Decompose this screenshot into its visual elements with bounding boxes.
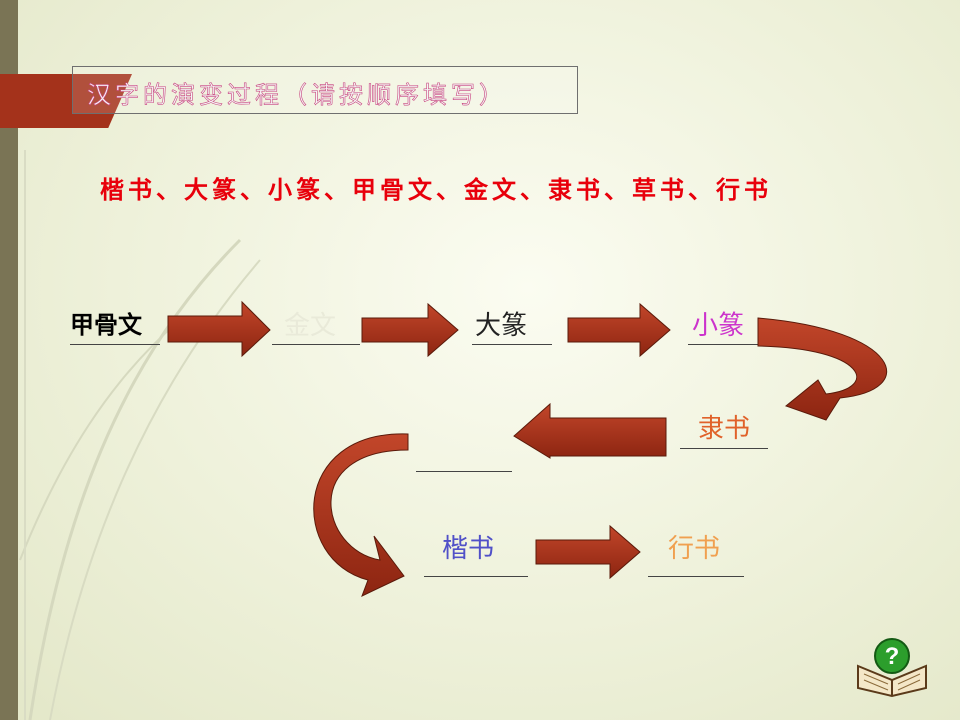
arrow-right-4 [535, 524, 641, 580]
curved-arrow-left [313, 433, 409, 597]
answer-3: 大篆 [475, 311, 528, 341]
blank-line-1 [70, 344, 160, 345]
curved-arrow-right [757, 317, 887, 421]
blank-line-4 [688, 344, 776, 345]
blank-line-6 [416, 471, 512, 472]
arrow-left-1 [513, 402, 667, 459]
blank-line-2 [272, 344, 360, 345]
answer-4: 小篆 [692, 311, 745, 341]
answer-2: 金文 [284, 311, 337, 341]
slide-title: 汉字的演变过程（请按顺序填写） [87, 81, 507, 110]
arrow-right-3 [567, 302, 671, 358]
arrow-right-2 [361, 302, 459, 358]
blank-line-7 [424, 576, 528, 577]
question-book-icon[interactable]: ? [854, 636, 932, 698]
answer-1: 甲骨文 [70, 310, 142, 339]
arrow-right-1 [167, 300, 271, 358]
answer-8: 行书 [668, 534, 721, 564]
options-prompt: 楷书、大篆、小篆、甲骨文、金文、隶书、草书、行书 [100, 175, 772, 204]
svg-text:?: ? [885, 643, 900, 670]
answer-7: 楷书 [442, 534, 495, 564]
blank-line-5 [680, 448, 768, 449]
answer-5: 隶书 [698, 414, 751, 444]
title-tab-decoration [0, 74, 132, 128]
blank-line-3 [472, 344, 552, 345]
title-box: 汉字的演变过程（请按顺序填写） [72, 66, 578, 114]
left-sidebar-bar [0, 0, 18, 720]
blank-line-8 [648, 576, 744, 577]
